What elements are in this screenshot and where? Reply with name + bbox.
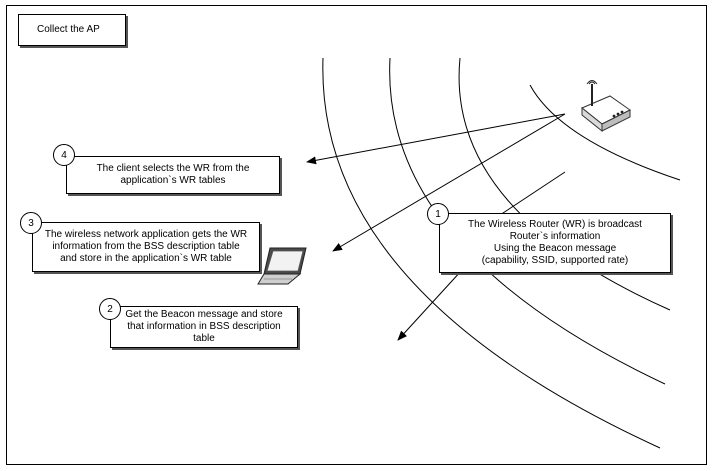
step4-text: The client selects the WR from the appli… — [96, 163, 250, 186]
step3-box: The wireless network application gets th… — [32, 222, 260, 272]
step1-badge: 1 — [427, 203, 449, 225]
wireless-router-icon — [581, 80, 631, 133]
step2-text: Get the Beacon message and store that in… — [125, 309, 283, 344]
signal-wave-3 — [458, 57, 671, 311]
step4-box: The client selects the WR from the appli… — [66, 156, 280, 194]
diagram-frame — [6, 5, 707, 465]
laptop-icon — [257, 247, 307, 285]
arrow-to-step2 — [397, 269, 463, 341]
step1-box: The Wireless Router (WR) is broadcast Ro… — [439, 213, 671, 273]
step4-badge: 4 — [53, 144, 75, 166]
step3-badge: 3 — [20, 212, 42, 234]
step3-text: The wireless network application gets th… — [44, 229, 248, 264]
ray-to-wave — [499, 171, 566, 216]
diagram-title: Collect the AP — [18, 14, 126, 46]
signal-wave-4 — [529, 84, 681, 181]
step1-text: The Wireless Router (WR) is broadcast Ro… — [468, 219, 642, 266]
arrow-to-step4 — [306, 113, 566, 165]
step2-badge: 2 — [99, 298, 121, 320]
arrow-to-step3 — [332, 113, 566, 252]
signal-wave-1 — [322, 57, 661, 449]
step2-box: Get the Beacon message and store that in… — [110, 306, 298, 348]
